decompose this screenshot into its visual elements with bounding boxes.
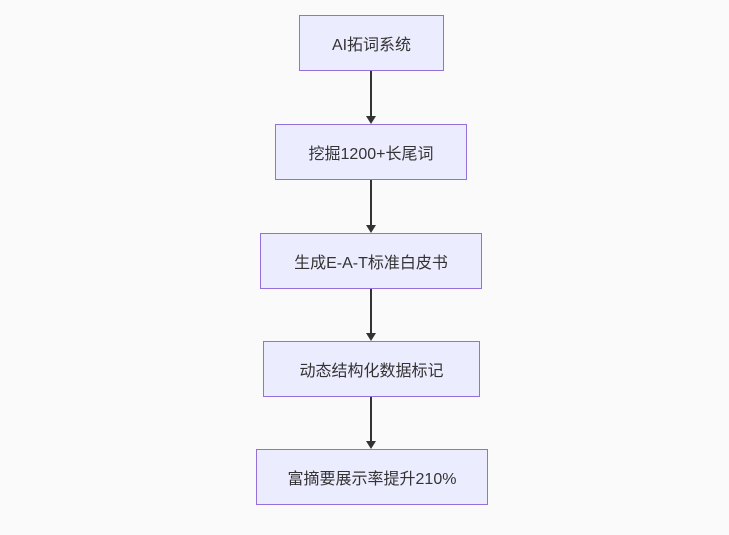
flow-node-eat-whitepaper: 生成E-A-T标准白皮书 [260,233,482,289]
flow-arrow-2 [365,180,377,233]
flow-node-rich-snippet-uplift: 富摘要展示率提升210% [256,449,488,505]
flow-arrow-4 [365,397,377,449]
arrow-line [370,180,372,226]
arrowhead-icon [366,441,376,449]
flow-node-label: 挖掘1200+长尾词 [308,146,434,163]
arrow-line [370,71,372,117]
flow-node-structured-data-markup: 动态结构化数据标记 [263,341,480,397]
flow-arrow-3 [365,289,377,341]
arrowhead-icon [366,333,376,341]
flow-node-label: 富摘要展示率提升210% [287,471,457,488]
flow-node-label: AI拓词系统 [331,37,412,54]
flow-node-label: 动态结构化数据标记 [299,363,444,380]
arrowhead-icon [366,225,376,233]
flow-arrow-1 [365,71,377,124]
flow-node-label: 生成E-A-T标准白皮书 [294,255,448,272]
arrow-line [370,397,372,442]
flow-node-longtail-mining: 挖掘1200+长尾词 [275,124,467,180]
flow-node-ai-keyword-system: AI拓词系统 [299,15,444,71]
arrow-line [370,289,372,334]
arrowhead-icon [366,116,376,124]
